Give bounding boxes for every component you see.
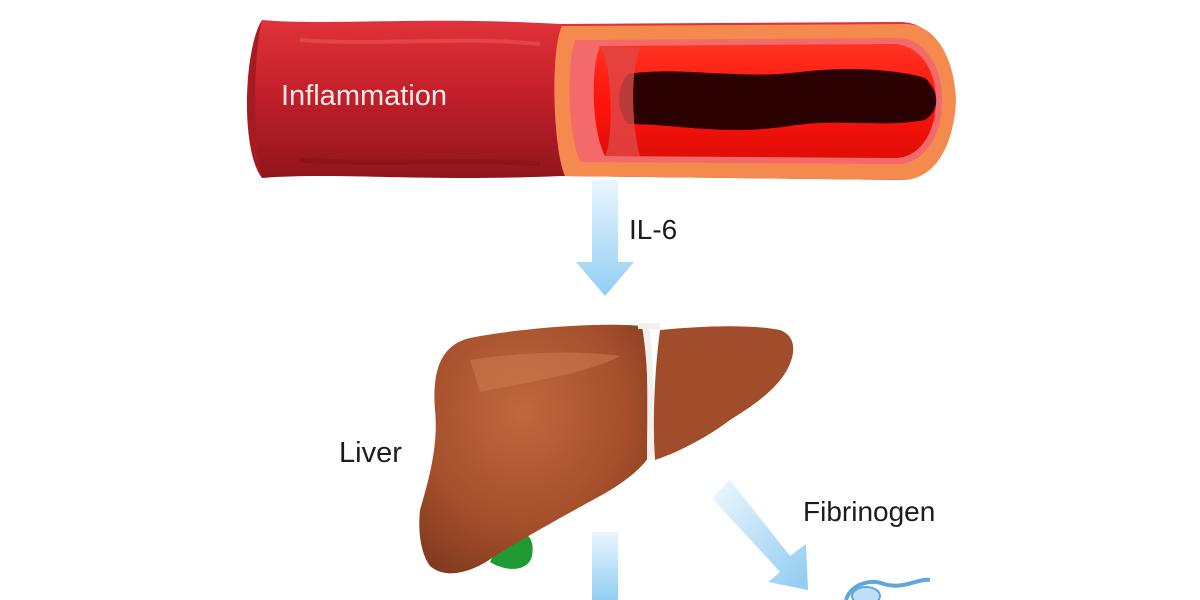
blood-vessel-illustration bbox=[246, 20, 956, 180]
vessel-shadow-line bbox=[299, 157, 541, 167]
liver-highlight bbox=[470, 352, 620, 392]
vessel-left-end bbox=[246, 20, 262, 178]
vessel-highlight bbox=[299, 38, 541, 46]
fibrinogen-label: Fibrinogen bbox=[803, 496, 936, 527]
fibrinogen-molecule-illustration bbox=[844, 577, 931, 600]
liver-illustration bbox=[419, 323, 794, 574]
liver-right-lobe bbox=[653, 326, 794, 460]
il6-label: IL-6 bbox=[629, 214, 678, 245]
liver-ligament bbox=[643, 325, 654, 461]
arrow-down-icon bbox=[576, 180, 634, 296]
vessel-core bbox=[619, 69, 937, 130]
liver-label: Liver bbox=[339, 437, 402, 469]
vessel-wall-shadow bbox=[600, 46, 640, 156]
inflammation-label: Inflammation bbox=[281, 80, 448, 112]
liver-left-lobe bbox=[419, 324, 649, 574]
arrow-diagonal-icon bbox=[712, 480, 808, 590]
arrow-down-icon bbox=[592, 532, 618, 600]
